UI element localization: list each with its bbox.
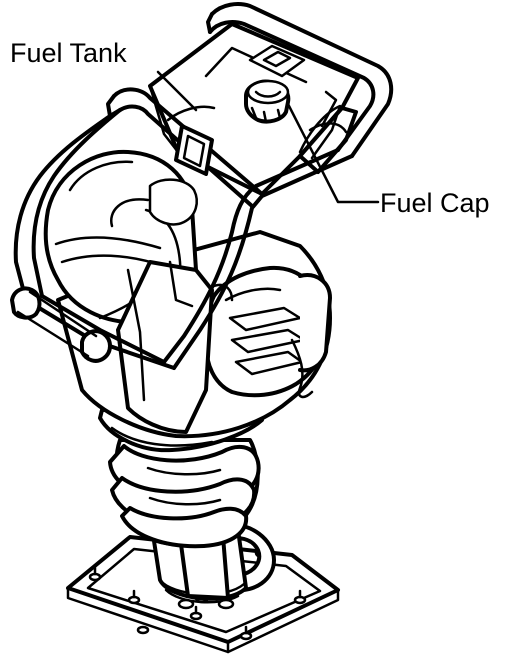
engine-housing — [43, 149, 332, 453]
fuel-cap-label: Fuel Cap — [380, 188, 490, 218]
guard-handle — [10, 2, 394, 370]
fuel-cap — [244, 79, 291, 124]
fuel-tank-leader-line — [156, 70, 198, 112]
fuel-tank-label: Fuel Tank — [10, 38, 127, 68]
bellows — [108, 438, 261, 549]
fuel-cap-leader-line — [286, 102, 380, 204]
